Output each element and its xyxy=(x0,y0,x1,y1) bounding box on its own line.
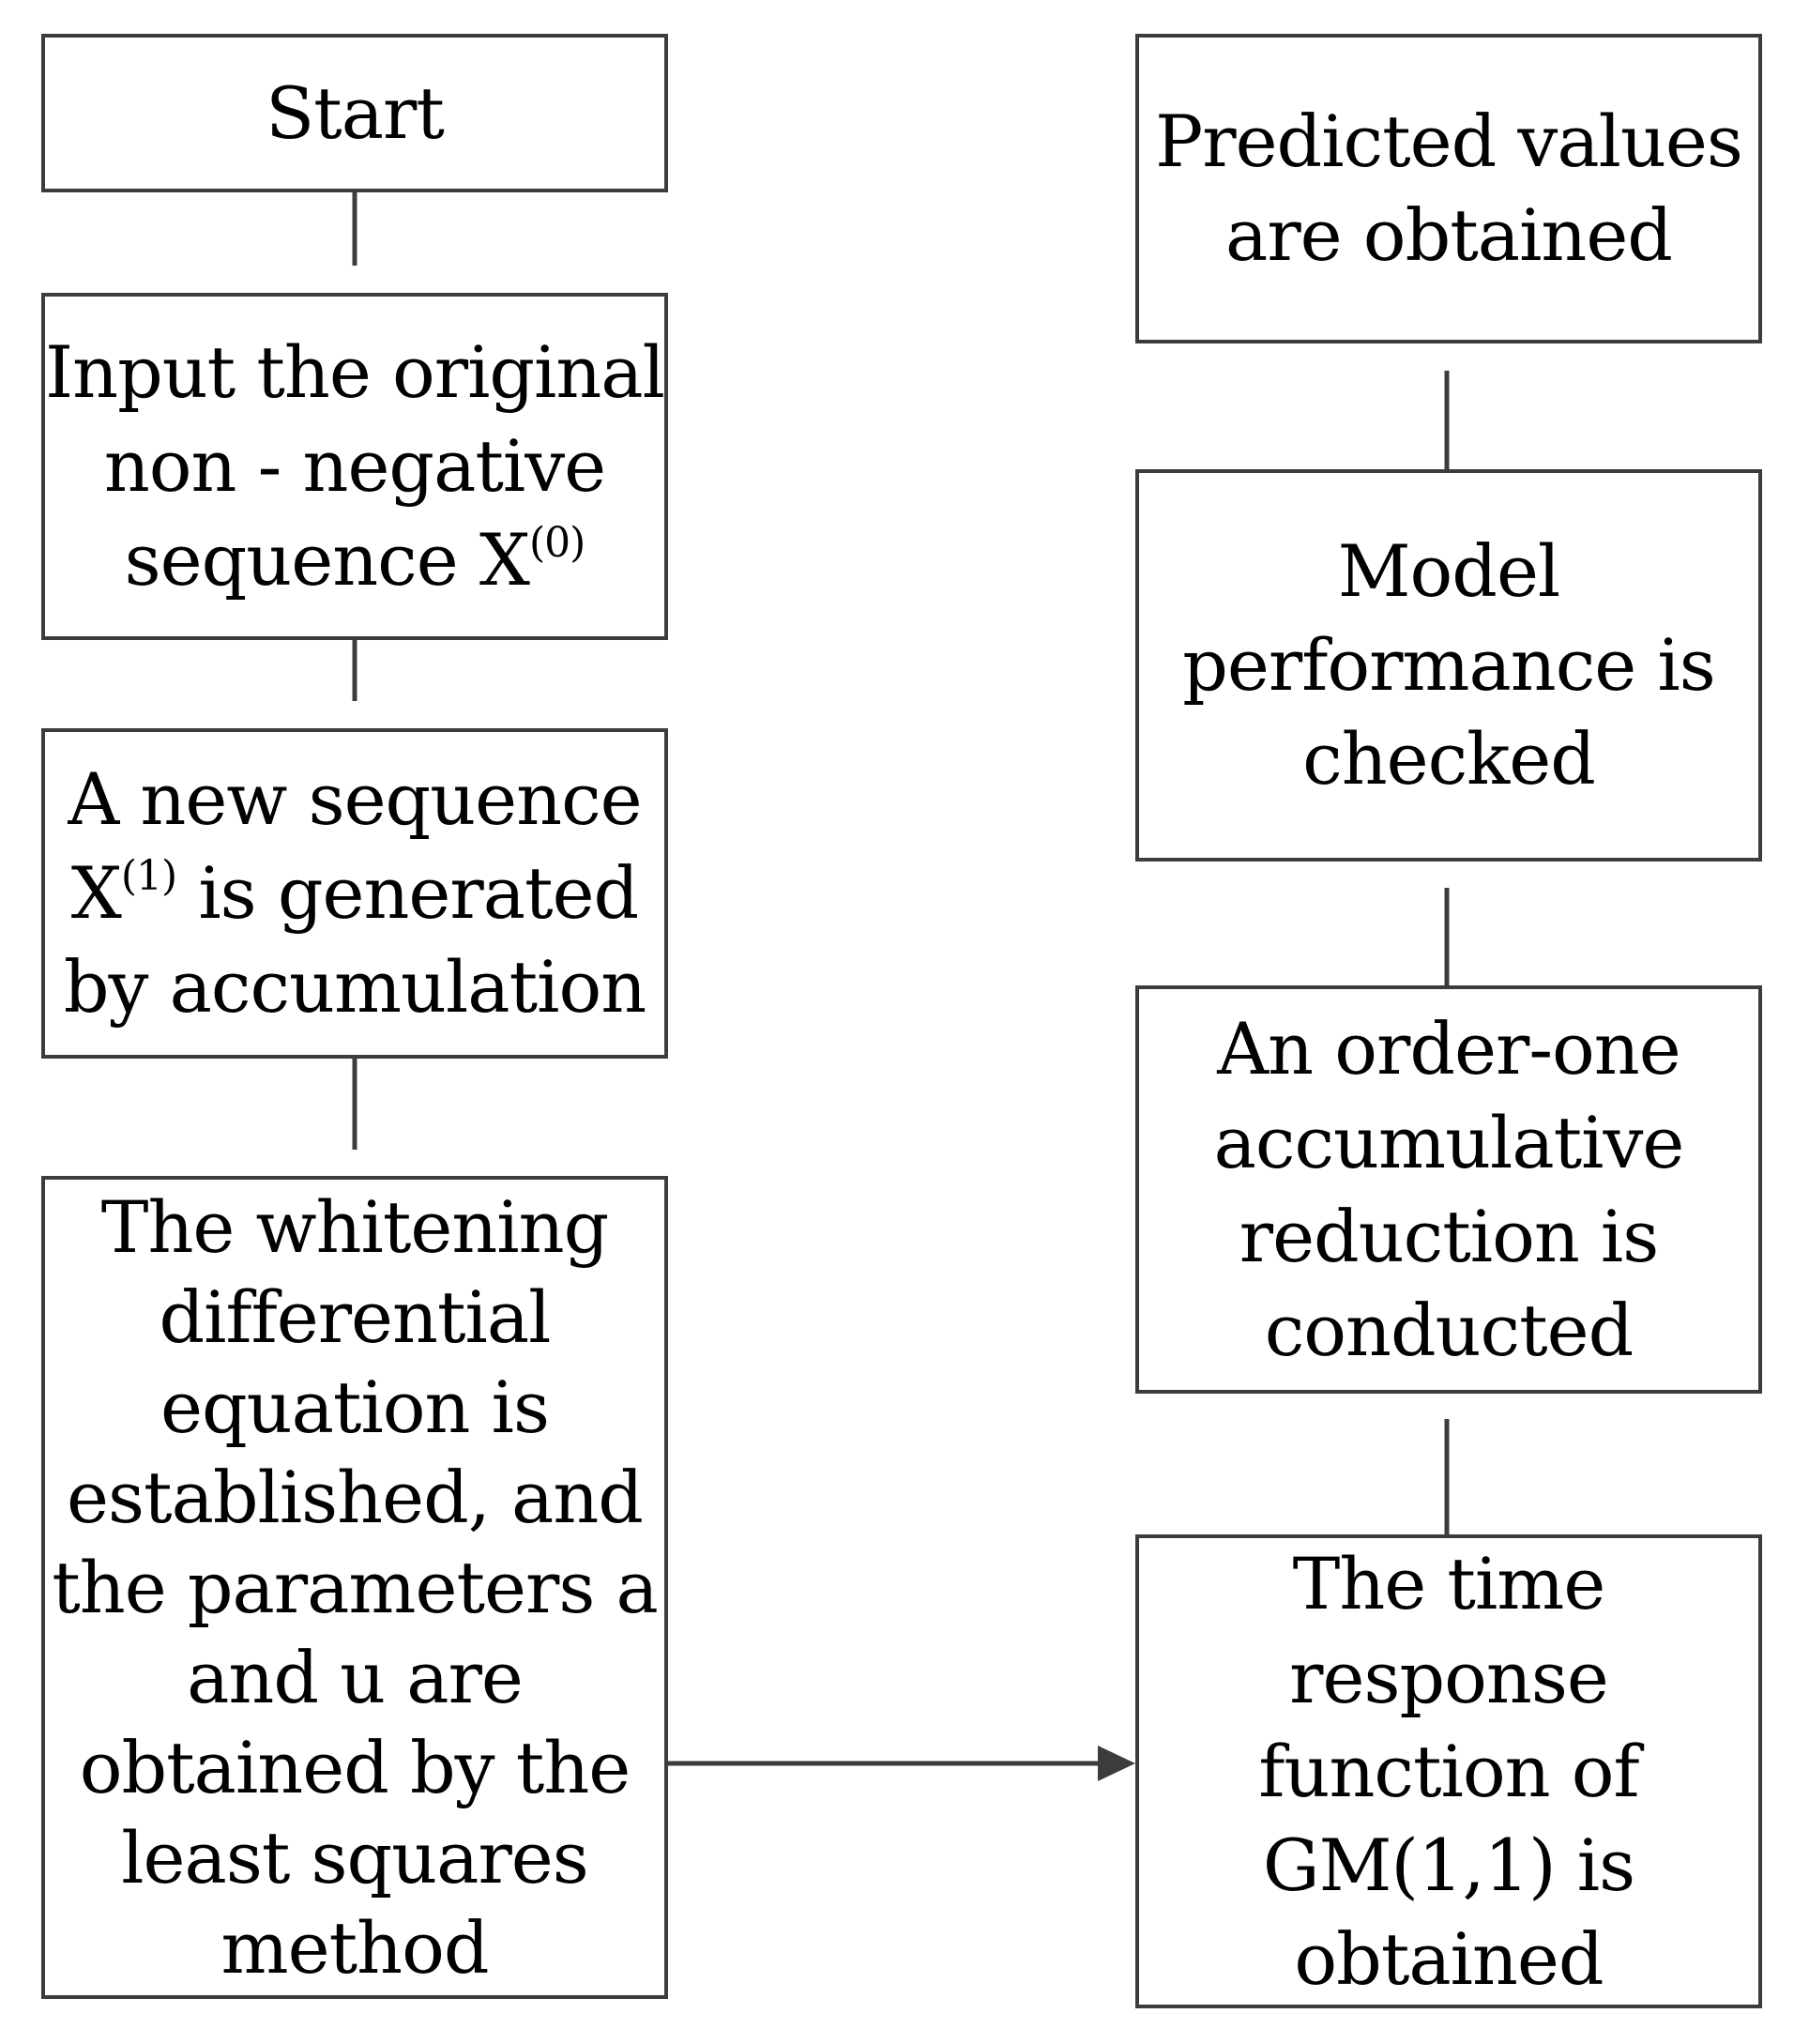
accum-superscript: (1) xyxy=(120,851,177,900)
input-line-1: Input the original xyxy=(45,330,665,414)
time-response-line-1: The time xyxy=(1292,1541,1606,1625)
accum-line-2: X(1) is generated xyxy=(70,847,639,940)
whitening-line-4: established, and xyxy=(67,1455,644,1539)
whitening-box: The whitening differential equation is e… xyxy=(41,1176,668,1999)
model-check-box: Model performance is checked xyxy=(1135,469,1762,862)
whitening-line-1: The whitening xyxy=(100,1184,609,1269)
whitening-line-6: and u are xyxy=(187,1635,524,1719)
predicted-line-1: Predicted values xyxy=(1155,99,1743,183)
whitening-line-5: the parameters a xyxy=(52,1545,659,1629)
reduction-line-2: accumulative xyxy=(1213,1100,1685,1184)
accum-generated-text: is generated xyxy=(176,851,639,935)
input-box: Input the original non - negative sequen… xyxy=(41,293,668,640)
time-response-line-2: response xyxy=(1289,1635,1609,1719)
accum-sequence-label: X xyxy=(70,851,122,935)
predicted-values-box: Predicted values are obtained xyxy=(1135,34,1762,343)
time-response-line-3: function of xyxy=(1258,1729,1639,1813)
input-sequence-label: sequence X xyxy=(124,518,530,602)
reduction-box: An order-one accumulative reduction is c… xyxy=(1135,985,1762,1394)
start-box: Start xyxy=(41,34,668,192)
input-superscript: (0) xyxy=(528,518,585,567)
check-line-3: checked xyxy=(1302,717,1596,801)
time-response-line-5: obtained xyxy=(1294,1916,1604,2001)
accum-line-1: A new sequence xyxy=(68,757,642,841)
time-response-box: The time response function of GM(1,1) is… xyxy=(1135,1534,1762,2008)
arrowhead-timeresponse xyxy=(1098,1746,1135,1781)
whitening-line-8: least squares xyxy=(121,1815,589,1899)
accum-line-3: by accumulation xyxy=(63,945,646,1029)
check-line-1: Model xyxy=(1337,529,1561,613)
start-label: Start xyxy=(266,70,445,155)
accumulation-box: A new sequence X(1) is generated by accu… xyxy=(41,728,668,1059)
whitening-line-9: method xyxy=(220,1905,490,1990)
input-line-3: sequence X(0) xyxy=(124,513,586,607)
whitening-line-2: differential xyxy=(159,1274,552,1359)
reduction-line-4: conducted xyxy=(1264,1288,1634,1372)
predicted-line-2: are obtained xyxy=(1225,193,1673,277)
reduction-line-1: An order-one xyxy=(1217,1006,1680,1091)
check-line-2: performance is xyxy=(1182,623,1716,707)
input-line-2: non - negative xyxy=(103,424,606,508)
time-response-line-4: GM(1,1) is xyxy=(1262,1823,1635,1907)
whitening-line-7: obtained by the xyxy=(79,1725,631,1809)
whitening-line-3: equation is xyxy=(160,1365,550,1449)
reduction-line-3: reduction is xyxy=(1239,1194,1659,1278)
